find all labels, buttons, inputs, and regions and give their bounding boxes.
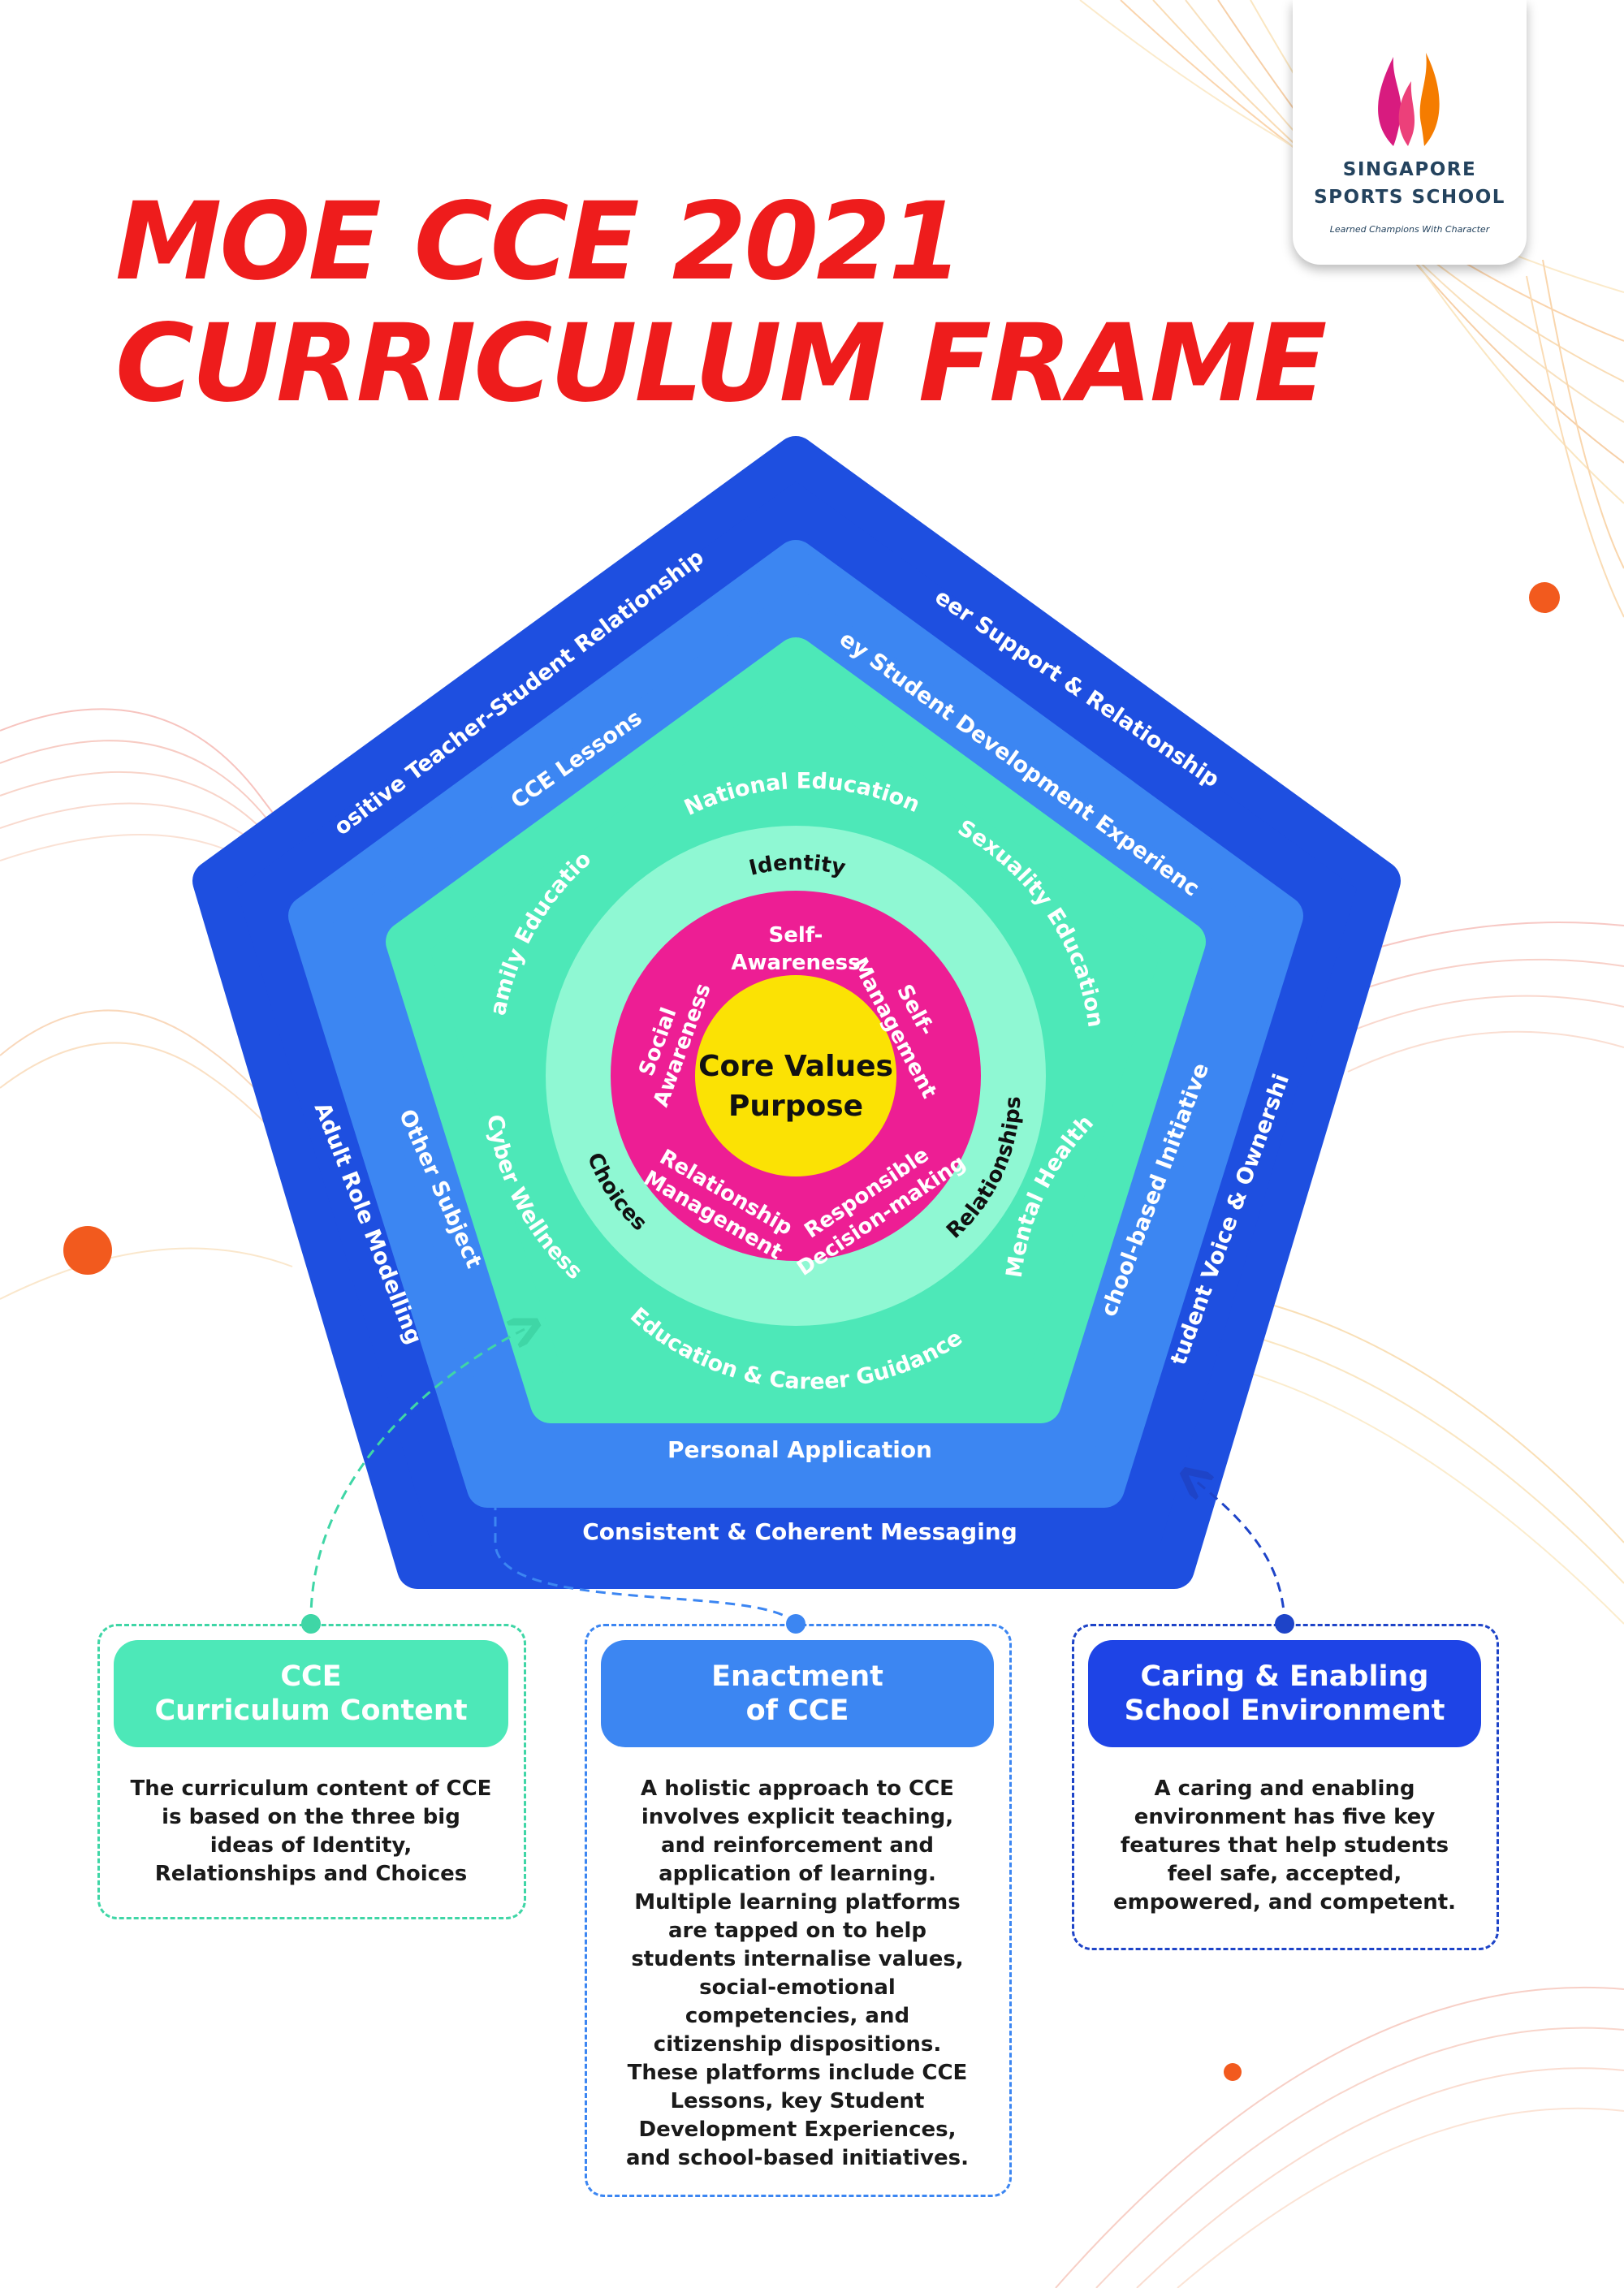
enactment-desc-line: Multiple learning platforms — [634, 1890, 961, 1915]
content-desc-line: is based on the three big — [162, 1805, 460, 1829]
enactment-desc-line: and school-based initiatives. — [626, 2146, 969, 2170]
environment-title-line1: Caring & Enabling — [1140, 1660, 1429, 1693]
enactment-panel-frame — [585, 1624, 1012, 2197]
enactment-desc-line: students internalise values, — [631, 1947, 964, 1971]
environment-desc-line: environment has five key — [1134, 1805, 1436, 1829]
school-logo: SINGAPORE SPORTS SCHOOL Learned Champion… — [1293, 0, 1527, 265]
enactment-desc-line: application of learning. — [659, 1862, 936, 1886]
enactment-desc-line: are tapped on to help — [668, 1919, 926, 1943]
personal-application-label: Personal Application — [667, 1436, 932, 1463]
purpose-label: Purpose — [728, 1090, 863, 1123]
consistent-messaging-label: Consistent & Coherent Messaging — [582, 1518, 1017, 1545]
content-panel-description: The curriculum content of CCE is based o… — [114, 1775, 508, 1889]
enactment-title-line2: of CCE — [745, 1694, 849, 1727]
enactment-desc-line: A holistic approach to CCE — [641, 1776, 954, 1801]
orange-dot — [1529, 582, 1560, 613]
enactment-desc-line: social-emotional — [699, 1975, 896, 2000]
content-desc-line: Relationships and Choices — [154, 1862, 468, 1886]
content-panel-frame — [97, 1624, 526, 1919]
environment-panel-description: A caring and enabling environment has fi… — [1088, 1775, 1481, 1917]
enactment-panel-title: Enactment of CCE — [601, 1640, 994, 1747]
environment-desc-line: A caring and enabling — [1154, 1776, 1415, 1801]
enactment-desc-line: citizenship dispositions. — [653, 2032, 942, 2057]
orange-dot — [63, 1226, 112, 1275]
environment-desc-line: features that help students — [1120, 1833, 1449, 1858]
logo-text-line1: SINGAPORE — [1342, 159, 1477, 180]
content-desc-line: The curriculum content of CCE — [130, 1776, 492, 1801]
core-values-label: Core Values — [698, 1050, 893, 1083]
enactment-desc-line: Lessons, key Student — [670, 2089, 925, 2113]
environment-panel-frame — [1072, 1624, 1499, 1950]
environment-panel-title: Caring & Enabling School Environment — [1088, 1640, 1481, 1747]
environment-desc-line: empowered, and competent. — [1112, 1890, 1457, 1915]
page-title-line2: CURRICULUM FRAME — [115, 301, 1327, 426]
content-title-line2: Curriculum Content — [154, 1694, 468, 1727]
orange-dot — [1224, 2063, 1242, 2081]
enactment-desc-line: These platforms include CCE — [627, 2061, 968, 2085]
flame-logo-icon — [1378, 53, 1440, 146]
enactment-desc-line: and reinforcement and — [660, 1833, 935, 1858]
environment-title-line2: School Environment — [1124, 1694, 1445, 1727]
page-title-line1: MOE CCE 2021 — [115, 179, 963, 304]
self-awareness-label-2: Awareness — [731, 951, 860, 975]
content-panel-title: CCE Curriculum Content — [114, 1640, 508, 1747]
logo-tagline: Learned Champions With Character — [1329, 224, 1490, 235]
connector-arrow-content — [309, 1328, 526, 1625]
enactment-desc-line: Development Experiences, — [638, 2117, 957, 2142]
enactment-title-line1: Enactment — [711, 1660, 883, 1693]
enactment-desc-line: involves explicit teaching, — [641, 1805, 954, 1829]
self-awareness-label-1: Self- — [769, 923, 823, 948]
logo-text-line2: SPORTS SCHOOL — [1314, 187, 1505, 208]
connector-arrow-environment — [1194, 1479, 1286, 1625]
enactment-desc-line: competencies, and — [685, 2004, 910, 2028]
content-title-line1: CCE — [280, 1660, 342, 1693]
wave-lines-bottom — [1055, 1986, 1624, 2288]
content-desc-line: ideas of Identity, — [209, 1833, 412, 1858]
core-values-circle — [695, 975, 896, 1176]
environment-desc-line: feel safe, accepted, — [1167, 1862, 1402, 1886]
enactment-panel-description: A holistic approach to CCE involves expl… — [601, 1775, 994, 2173]
